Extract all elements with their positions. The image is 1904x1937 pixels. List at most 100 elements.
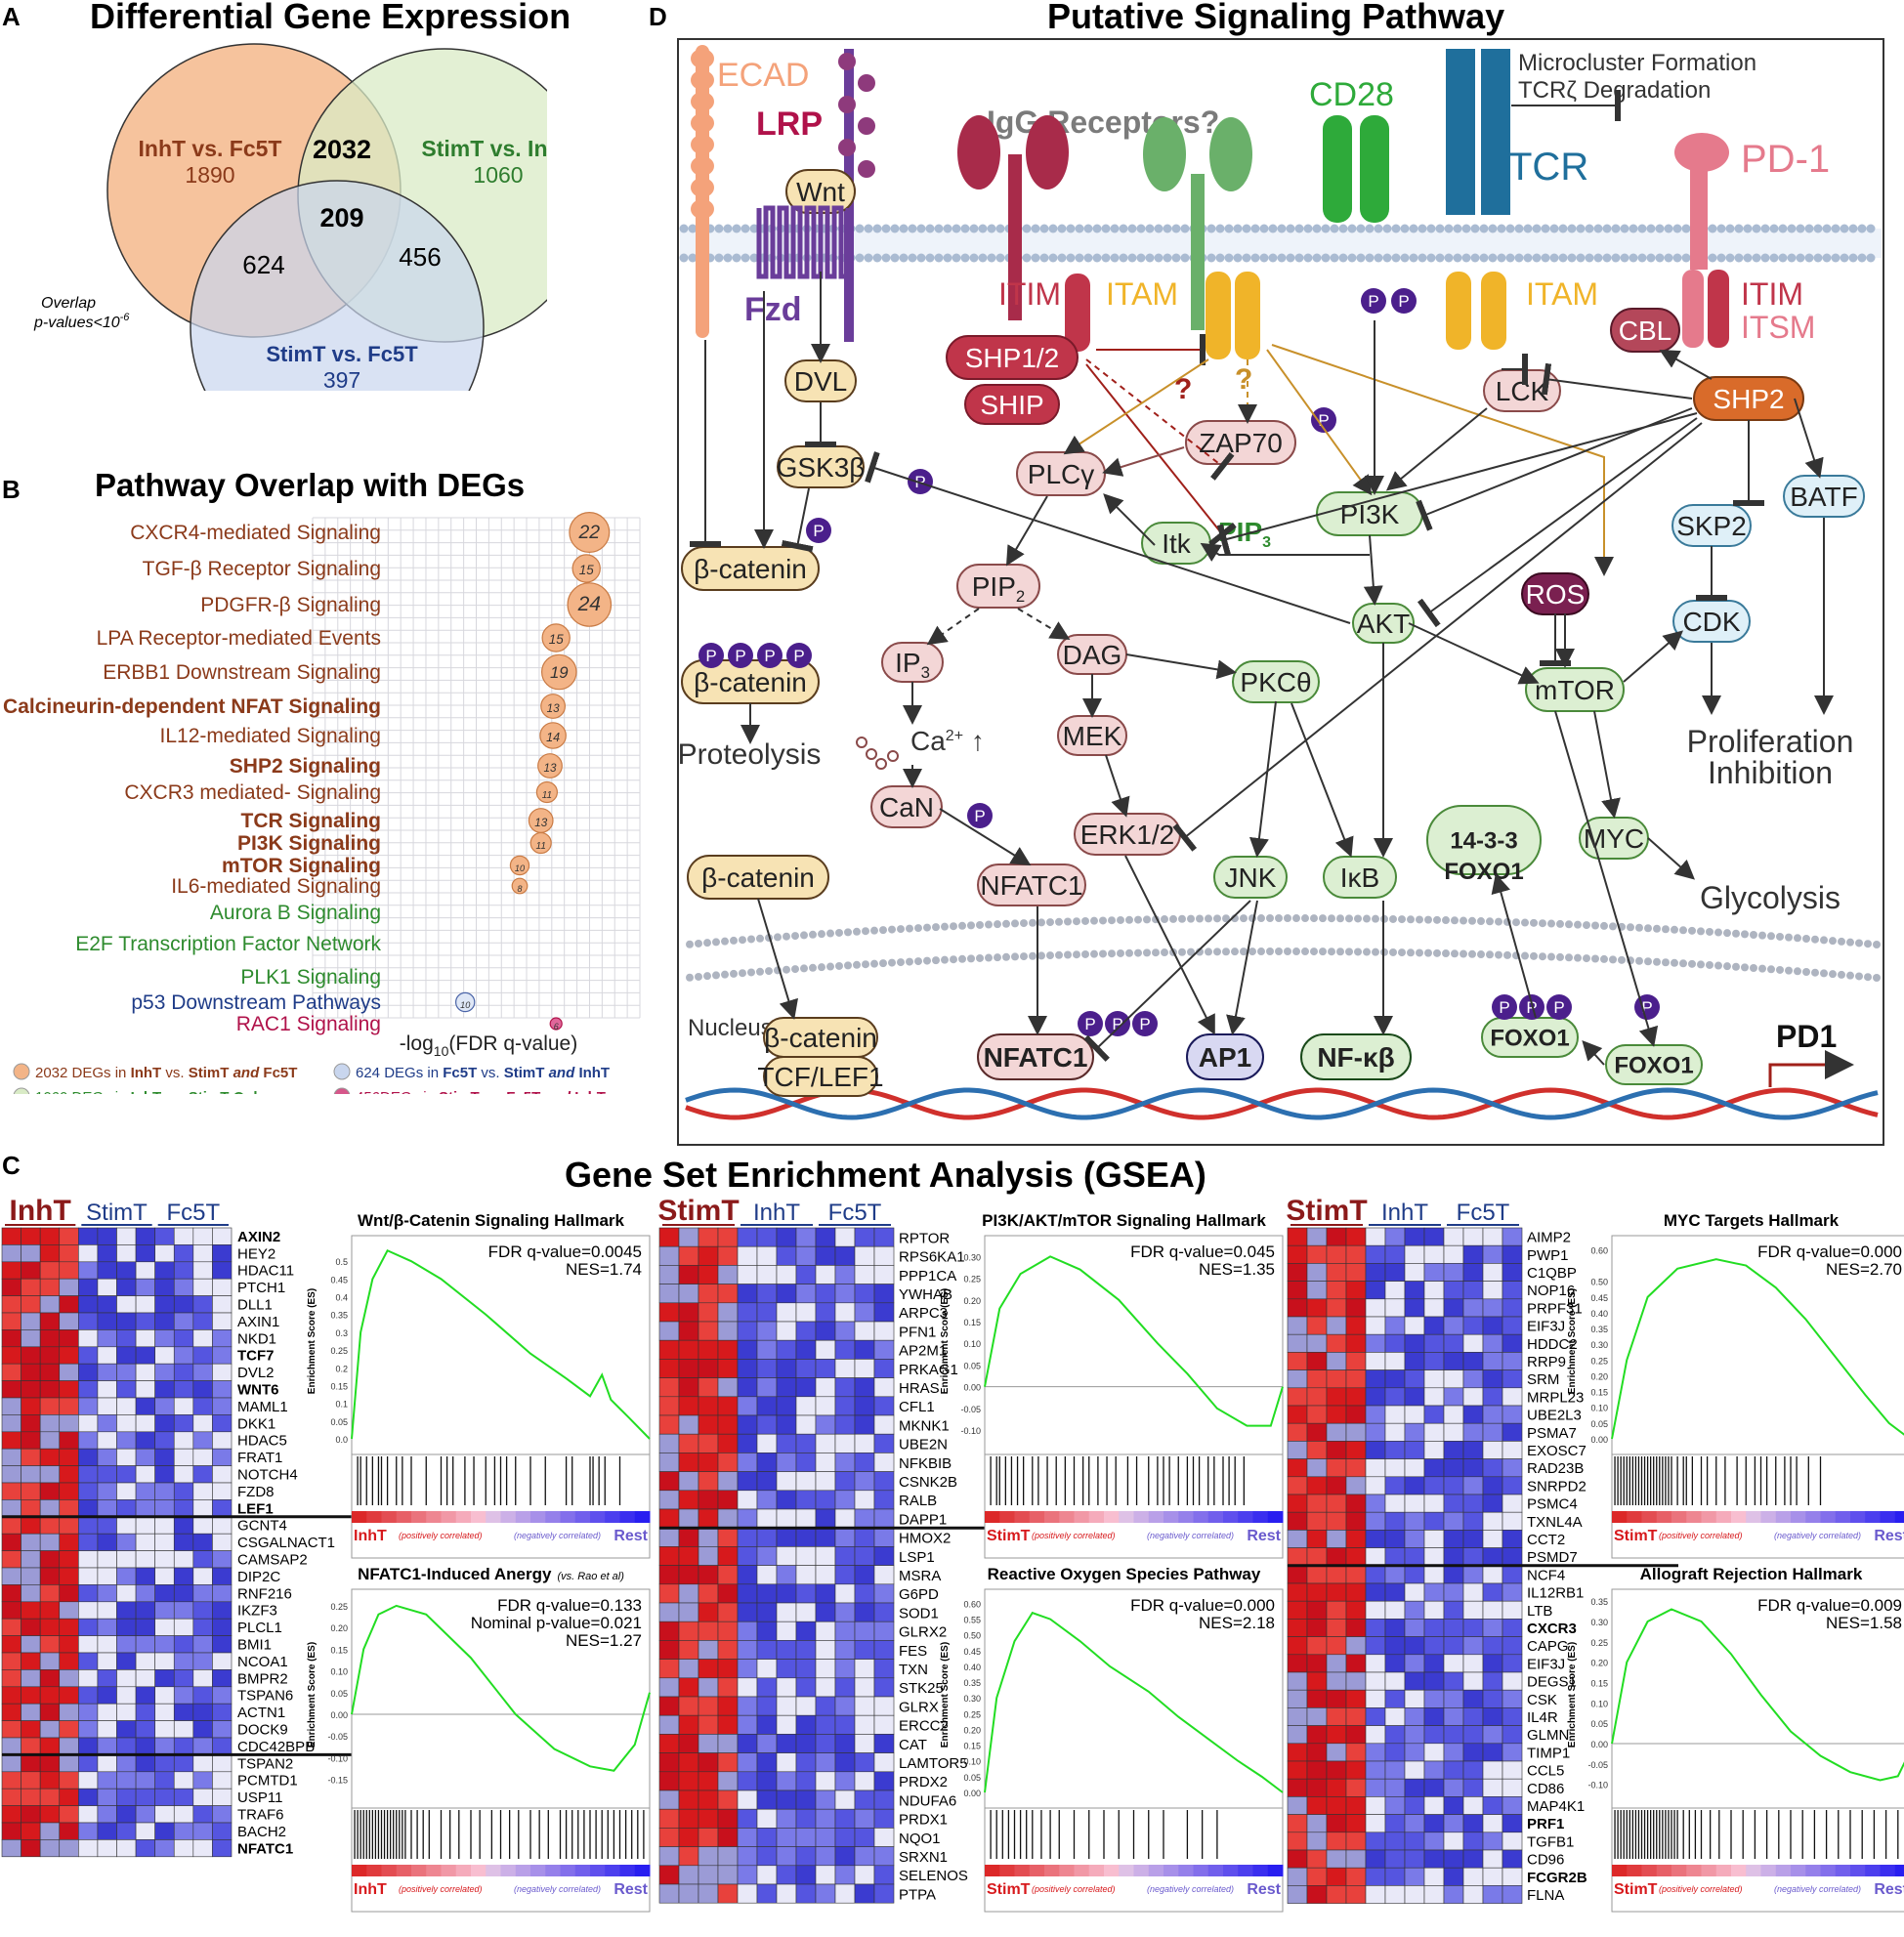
heatmap-cell — [116, 1278, 137, 1296]
heatmap-cell — [212, 1363, 233, 1381]
gsea-neg-label: (negatively correlated) — [514, 1884, 601, 1894]
heatmap-cell — [212, 1686, 233, 1705]
lipid-head — [1022, 253, 1032, 263]
phospho-label: P — [1641, 998, 1652, 1017]
gene-label: TIMP1 — [1527, 1745, 1570, 1761]
pathway-bubble — [455, 991, 476, 1013]
heatmap-cell — [1502, 1263, 1523, 1282]
heatmap-cell — [815, 1771, 836, 1791]
heatmap-cell — [854, 1846, 875, 1867]
lipid-head — [1154, 253, 1164, 263]
ship-node-shape — [964, 384, 1060, 425]
heatmap-cell — [39, 1601, 61, 1620]
heatmap-cell — [173, 1839, 194, 1858]
gene-label: GLRX2 — [899, 1624, 947, 1641]
gsea-ytick: 0.25 — [1590, 1356, 1608, 1366]
heatmap-cell — [854, 1396, 875, 1416]
gene-label: CDC42BPB — [237, 1739, 315, 1755]
heatmap-cell — [834, 1808, 856, 1829]
heatmap-cell — [1287, 1333, 1308, 1353]
arrow-mtor-foxo1 — [1554, 710, 1659, 1047]
heatmap-cell — [834, 1433, 856, 1453]
heatmap-cell — [1365, 1227, 1386, 1246]
heatmap-cell — [658, 1396, 680, 1416]
legend-entry: 1060 DEGs in InhT vs. StimT Only — [35, 1089, 267, 1094]
heatmap-cell — [737, 1696, 758, 1716]
gsea-pos-label: (positively correlated) — [399, 1531, 483, 1540]
heatmap-cell — [1482, 1422, 1503, 1442]
gsea-rank-gradient — [560, 1865, 576, 1876]
heatmap-cell — [658, 1508, 680, 1529]
heatmap-cell — [873, 1828, 895, 1847]
heatmap-cell — [717, 1846, 739, 1867]
panel-b-title: Pathway Overlap with DEGs — [95, 467, 526, 503]
lipid-head — [1347, 253, 1357, 263]
heatmap-cell — [21, 1618, 41, 1636]
heatmap-cell — [1502, 1298, 1523, 1318]
heatmap-cell — [59, 1533, 79, 1551]
lipid-head — [1514, 224, 1524, 233]
bubble-count: 13 — [534, 817, 547, 829]
heatmap-cell — [834, 1677, 856, 1698]
lipid-head — [1752, 224, 1761, 233]
heatmap-cell — [1345, 1565, 1367, 1584]
heatmap-cell — [212, 1652, 233, 1670]
heatmap-cell — [173, 1686, 194, 1705]
heatmap-cell — [795, 1771, 817, 1791]
heatmap-cell — [873, 1790, 895, 1810]
heatmap-cell — [21, 1414, 41, 1433]
gene-label: FLNA — [1527, 1887, 1564, 1904]
nuclear-lipid — [1495, 950, 1502, 959]
heatmap-cell — [776, 1752, 797, 1773]
heatmap-cell — [1404, 1619, 1425, 1637]
lipid-head — [1365, 224, 1375, 233]
phospho-icon: P — [1492, 994, 1517, 1020]
nuclear-lipid — [1732, 962, 1740, 971]
heatmap-cell — [1287, 1796, 1308, 1815]
gsea-rank-gradient — [619, 1511, 636, 1523]
heatmap-cell — [717, 1490, 739, 1510]
heatmap-cell — [776, 1414, 797, 1435]
lipid-head — [1224, 224, 1234, 233]
lipid-head — [1303, 253, 1313, 263]
heatmap-cell — [1345, 1707, 1367, 1726]
heatmap-cell — [658, 1828, 680, 1847]
gsea-rank-gradient — [1746, 1865, 1761, 1876]
lipid-head — [1514, 253, 1524, 263]
heatmap-cell — [1384, 1387, 1406, 1407]
heatmap-cell — [834, 1321, 856, 1341]
heatmap-cell — [154, 1567, 175, 1585]
nuclear-lipid — [1477, 950, 1485, 959]
bubble-count: 10 — [515, 863, 525, 873]
heatmap-cell — [21, 1465, 41, 1484]
lipid-head — [1127, 224, 1137, 233]
heatmap-cell — [1443, 1796, 1464, 1815]
heatmap-cell — [873, 1846, 895, 1867]
gsea-rank-gradient — [1238, 1865, 1253, 1876]
heatmap-cell — [212, 1465, 233, 1484]
gsea-ytick: 0.30 — [963, 1694, 981, 1704]
heatmap-cell — [678, 1377, 699, 1398]
heatmap-cell — [59, 1312, 79, 1330]
lipid-head — [740, 224, 750, 233]
heatmap-cell — [873, 1546, 895, 1566]
heatmap-cell — [1365, 1867, 1386, 1886]
heatmap-cell — [1, 1346, 21, 1365]
heatmap-cell — [135, 1431, 155, 1450]
heatmap-cell — [135, 1635, 155, 1654]
heatmap-cell — [1326, 1333, 1347, 1353]
nuclear-lipid — [1081, 949, 1089, 958]
heatmap-cell — [873, 1265, 895, 1284]
heatmap-cell — [698, 1677, 719, 1698]
heatmap-cell — [1306, 1619, 1328, 1637]
heatmap-cell — [97, 1737, 117, 1755]
nuclear-lipid — [897, 958, 905, 967]
heatmap-cell — [173, 1703, 194, 1721]
lipid-head — [1250, 253, 1260, 263]
heatmap-cell — [173, 1346, 194, 1365]
heatmap-cell — [756, 1433, 778, 1453]
heatmap-cell — [1287, 1565, 1308, 1584]
heatmap-cell — [116, 1227, 137, 1245]
heatmap-cell — [1345, 1298, 1367, 1318]
calcium-ion — [856, 737, 867, 748]
